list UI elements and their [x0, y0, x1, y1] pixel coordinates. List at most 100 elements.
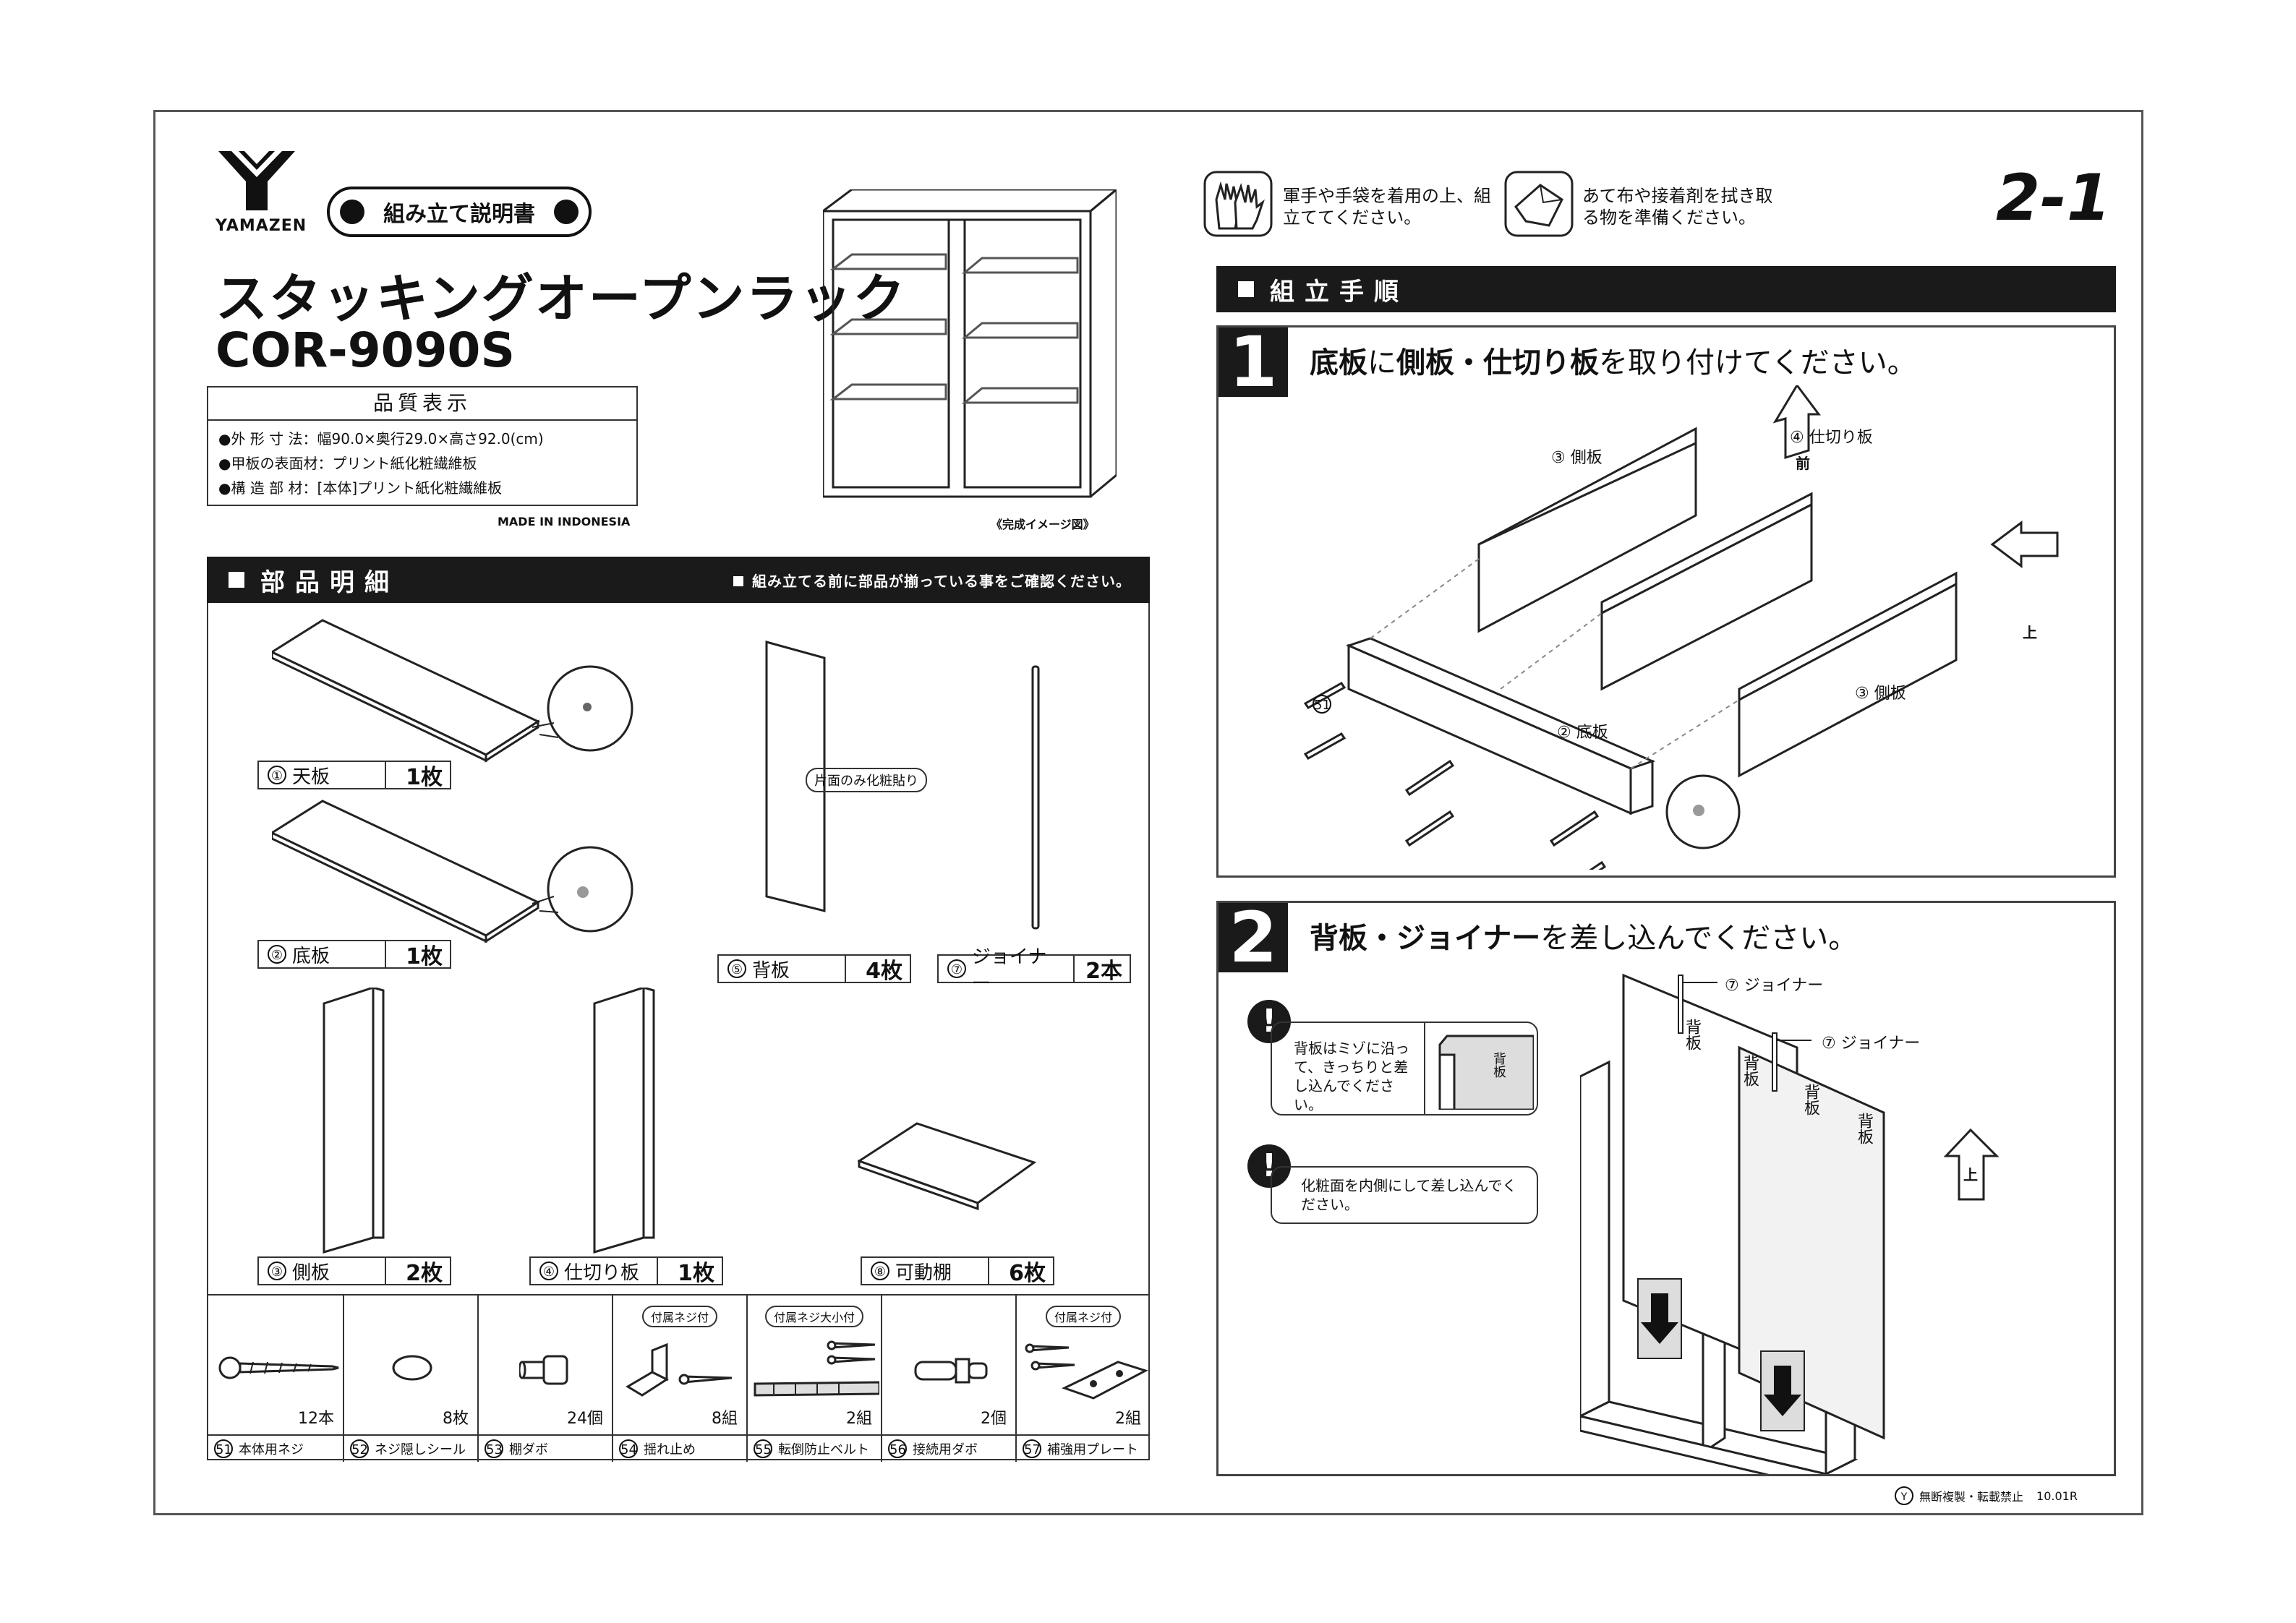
back-panel-note: 片面のみ化粧貼り [806, 768, 927, 792]
screw-number: 51 [1313, 695, 1331, 714]
reinforcing-plate-icon [1025, 1343, 1148, 1400]
parts-section-header: 部品明細 組み立てる前に部品が揃っている事をご確認ください。 [207, 557, 1150, 603]
label-joiner-1: ⑦ ジョイナー [1725, 977, 1824, 995]
parts-section-title: 部品明細 [260, 568, 399, 597]
part-qty: 1枚 [385, 762, 450, 790]
hardware-label: ネジ隠しシール [375, 1442, 466, 1457]
label-divider: ④ 仕切り板 [1790, 429, 1873, 447]
part-name: 側板 [292, 1262, 330, 1284]
label-up: 上 [2023, 624, 2037, 641]
part-name: 可動棚 [895, 1262, 952, 1284]
hardware-number: 53 [485, 1439, 503, 1458]
yamazen-logo-icon [218, 151, 295, 210]
warning-2-text: 化粧面を内側にして差し込んでください。 [1301, 1177, 1517, 1213]
label-side-board-left: ③ 側板 [1551, 449, 1602, 467]
cloth-icon [1504, 171, 1574, 237]
part-qty: 6枚 [988, 1258, 1053, 1286]
hardware-count: 2個 [981, 1410, 1007, 1428]
connecting-dowel-icon [914, 1358, 988, 1384]
hardware-name: 53 棚ダボ [479, 1434, 612, 1462]
label-bottom-board: ② 底板 [1557, 724, 1608, 742]
step-2-panel: 2 背板・ジョイナーを差し込んでください。 ! 背板はミゾに沿って、きっちりと差… [1216, 901, 2116, 1476]
hardware-number: 52 [350, 1439, 369, 1458]
label-screw: 51 [1313, 695, 1337, 714]
hardware-count: 24個 [567, 1410, 603, 1428]
label-joiner-2: ⑦ ジョイナー [1822, 1035, 1921, 1053]
step-1-title-part: に [1367, 346, 1396, 380]
label-side-board-right: ③ 側板 [1855, 685, 1906, 703]
divider-board-illustration [593, 988, 655, 1254]
hardware-label: 揺れ止め [644, 1442, 696, 1457]
hardware-tag: 付属ネジ付 [1045, 1306, 1122, 1327]
manual-pill: 組み立て説明書 [327, 187, 592, 237]
step-2-title-part: を差し込んでください。 [1540, 922, 1858, 955]
inset-back-label: 背板 [1491, 1052, 1506, 1078]
hardware-label: 接続用ダボ [913, 1442, 978, 1457]
label-back-panel-1: 背板 [1683, 1019, 1701, 1050]
hardware-label: 棚ダボ [509, 1442, 548, 1457]
completed-shelf-illustration [823, 189, 1117, 498]
part-name: ジョイナー [971, 946, 1047, 995]
hardware-number: 54 [619, 1439, 638, 1458]
pill-label: 組み立て説明書 [383, 202, 535, 227]
quality-heading: 品質表示 [208, 387, 636, 421]
hardware-count: 2組 [1115, 1410, 1141, 1428]
label-front: 前 [1796, 455, 1810, 472]
part-qty: 1枚 [657, 1258, 722, 1286]
warning-2-box: 化粧面を内側にして差し込んでください。 [1271, 1166, 1538, 1224]
anti-sway-bracket-icon [626, 1342, 733, 1397]
step-2-title: 背板・ジョイナーを差し込んでください。 [1310, 915, 1857, 956]
hardware-name: 55 転倒防止ベルト [748, 1434, 881, 1462]
page-frame [153, 110, 2143, 1515]
hardware-label: 本体用ネジ [239, 1442, 304, 1457]
quality-line: ●甲板の表面材：プリント紙化粧繊維板 [218, 455, 477, 472]
hardware-number: 55 [754, 1439, 772, 1458]
label-up-2: 上 [1963, 1166, 1978, 1183]
screw-icon [218, 1356, 339, 1379]
part-number: ⑦ [947, 959, 966, 978]
pill-dot-left-icon [340, 200, 364, 224]
steps-section-title: 組立手順 [1270, 277, 1409, 307]
warning-divider [1424, 1023, 1425, 1114]
caution-gloves-text: 軍手や手袋を着用の上、組立ててください。 [1283, 186, 1491, 228]
label-back-panel-3: 背板 [1801, 1084, 1819, 1115]
bottom-board-illustration [272, 800, 633, 943]
yamazen-mini-logo-icon: Y [1895, 1486, 1913, 1505]
shelf-pin-icon [519, 1355, 568, 1385]
hardware-cell-52: 8枚 52 ネジ隠しシール [344, 1296, 479, 1462]
hardware-name: 52 ネジ隠しシール [344, 1434, 477, 1462]
caution-cloth-text: あて布や接着剤を拭き取る物を準備ください。 [1582, 186, 1773, 228]
step-1-diagram [1303, 385, 2059, 870]
hardware-label: 転倒防止ベルト [778, 1442, 869, 1457]
hardware-count: 8枚 [443, 1410, 469, 1428]
page-number: 2-1 [1996, 160, 2111, 235]
hardware-count: 12本 [298, 1410, 334, 1428]
warning-1-text: 背板はミゾに沿って、きっちりと差し込んでください。 [1294, 1040, 1409, 1113]
parts-section-note: 組み立てる前に部品が揃っている事をご確認ください。 [733, 570, 1131, 591]
hardware-name: 54 揺れ止め [613, 1434, 746, 1462]
label-back-panel-2: 背板 [1741, 1055, 1759, 1087]
part-name: 底板 [292, 945, 330, 967]
screw-cap-sticker-icon [392, 1355, 432, 1381]
footer: Y 無断複製・転載禁止 10.01R [1895, 1486, 2078, 1505]
footer-code: 10.01R [2036, 1489, 2078, 1503]
completed-caption: 《完成イメージ図》 [991, 518, 1095, 531]
parts-panel [207, 603, 1150, 1294]
steps-section-header: 組立手順 [1216, 266, 2116, 312]
hardware-number: 57 [1023, 1439, 1041, 1458]
product-model: COR-9090S [215, 322, 515, 378]
part-name: 天板 [292, 766, 330, 788]
part-qty: 1枚 [385, 941, 450, 969]
